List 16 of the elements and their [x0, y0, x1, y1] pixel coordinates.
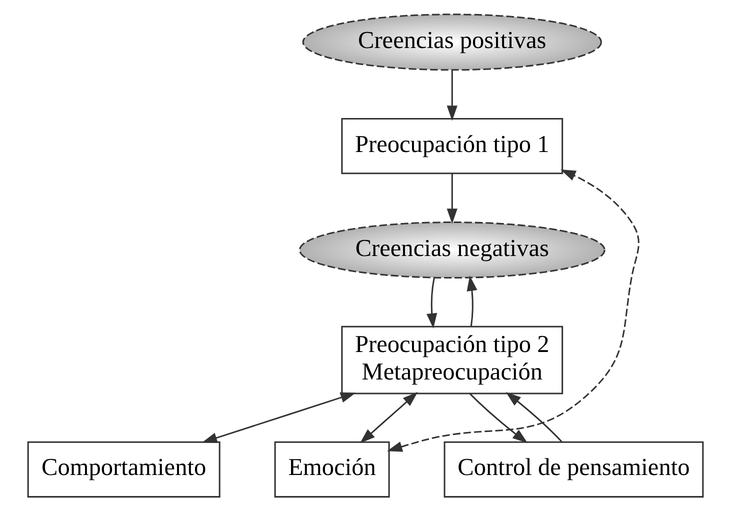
node-ellipse: Creencias negativas — [298, 221, 605, 279]
node-box: Preocupación tipo 1 — [340, 118, 563, 174]
arrow — [446, 70, 457, 121]
arrow — [359, 392, 418, 444]
arrow — [201, 392, 356, 444]
arrow — [446, 174, 457, 224]
node-box: Control de pensamiento — [443, 441, 704, 498]
arrow — [468, 392, 528, 444]
arrow — [466, 276, 477, 326]
arrow — [505, 392, 562, 442]
node-box: Emoción — [274, 441, 390, 498]
node-box: Preocupación tipo 2 Metapreocupación — [340, 326, 563, 394]
node-box: Comportamiento — [26, 441, 220, 498]
arrow — [386, 169, 639, 452]
node-ellipse: Creencias positivas — [302, 14, 602, 71]
arrow — [426, 278, 437, 329]
